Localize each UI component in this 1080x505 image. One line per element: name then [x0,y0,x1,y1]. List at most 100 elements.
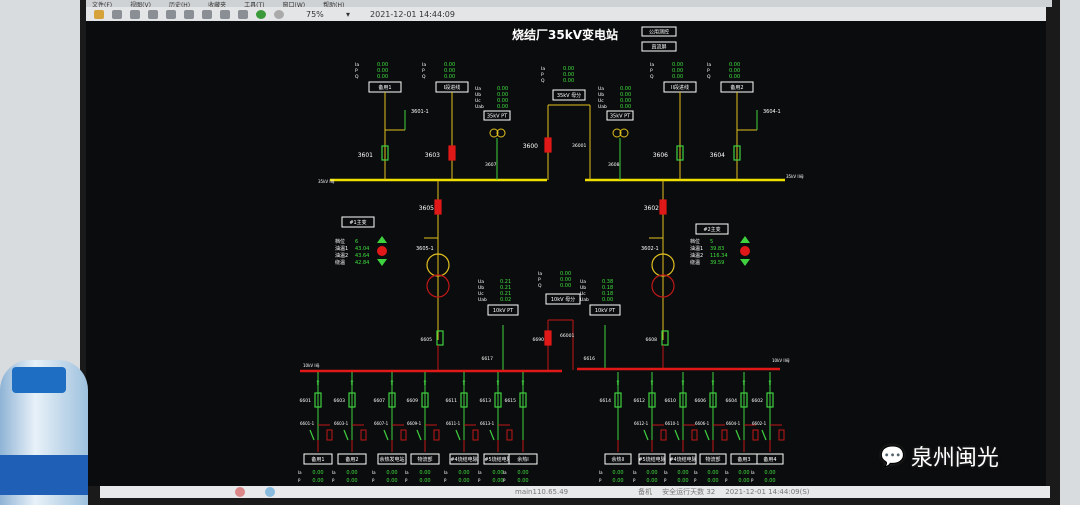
tap-down-icon[interactable] [377,259,387,266]
breaker-6613[interactable] [494,392,502,408]
feeder-6610-button[interactable] [669,453,697,465]
feeder-0-button-label[interactable]: 备用1 [378,84,391,91]
pt10-0-button-label[interactable]: 10kV PT [493,308,514,314]
breaker-6603[interactable] [348,392,356,408]
breaker-6601[interactable] [314,392,322,408]
breaker-6690[interactable] [544,330,552,346]
breaker-3606[interactable] [676,145,684,161]
pt35-1-button-label[interactable]: 35kV PT [610,114,631,120]
breaker-6607[interactable] [388,392,396,408]
feeder-6606-button[interactable] [699,453,727,465]
feeder-6606-button-label[interactable]: 物流部 [705,456,720,463]
pt35-1-button[interactable] [606,110,634,121]
breaker-6608[interactable] [661,330,669,346]
menu-item[interactable]: 历史(H) [168,2,191,7]
breaker-6612[interactable] [648,392,656,408]
feeder-6614-button-label[interactable]: 余热II [612,456,625,463]
open-icon[interactable] [94,9,104,19]
pt10-1-button-label[interactable]: 10kV PT [595,308,616,314]
tap-stop-icon[interactable] [740,246,750,256]
breaker-3600[interactable] [544,137,552,153]
feeder-6612-button-label[interactable]: #5烧结电除 [638,456,665,463]
breaker-3605[interactable] [434,199,442,215]
menu-item[interactable]: 工具(T) [244,2,265,7]
pt10-0-button[interactable] [487,304,519,316]
feeder-6614-button[interactable] [604,453,632,465]
feeder-1-button-label[interactable]: I段进线 [444,84,460,91]
feeder-6610-button-label[interactable]: #4烧结电除 [669,456,696,463]
zoom-in-icon[interactable] [130,9,140,19]
pt10-1-button[interactable] [589,304,621,316]
feeder-6609-button-label[interactable]: 物流部 [417,456,432,463]
tie35-button-label[interactable]: 35kV 母分 [557,92,581,99]
feeder-6602-button-label[interactable]: 备用4 [763,456,776,463]
menu-item[interactable]: 文件(F) [92,2,113,7]
window-icon[interactable] [184,9,194,19]
breaker-3602[interactable] [659,199,667,215]
feeder-2-button-label[interactable]: II段进线 [671,84,689,91]
tap-up-icon[interactable] [377,236,387,243]
pt35-0-button-label[interactable]: 35kV PT [487,114,508,120]
feeder-6607-button-label[interactable]: 余热发电站 [379,456,404,463]
document-icon[interactable] [220,9,230,19]
breaker-6610[interactable] [679,392,687,408]
feeder-6602-button[interactable] [756,453,784,465]
feeder-6603-button-label[interactable]: 备用2 [345,456,358,463]
breaker-6614[interactable] [614,392,622,408]
breaker-3603[interactable] [448,145,456,161]
breaker-6606[interactable] [709,392,717,408]
print-icon[interactable] [112,9,122,19]
public-measure-button[interactable] [641,26,677,37]
feeder-6613-button-label[interactable]: #5烧结电除 [484,456,511,463]
breaker-6615[interactable] [519,392,527,408]
back-icon[interactable] [256,9,266,19]
feeder-6615-button[interactable] [508,453,538,465]
feeder-3-button-label[interactable]: 备用2 [730,84,743,91]
breaker-6611[interactable] [460,392,468,408]
param-label: 油温2 [335,252,348,259]
tap-up-icon[interactable] [740,236,750,243]
feeder-6612-button[interactable] [638,453,666,465]
tie10-button-label[interactable]: 10kV 母分 [551,296,575,303]
dropdown-icon[interactable]: ▾ [346,9,351,19]
hand-icon[interactable] [238,9,248,19]
breaker-6609[interactable] [421,392,429,408]
feeder-6615-button-label[interactable]: 余热I [517,456,528,463]
menu-item[interactable]: 视图(V) [130,2,151,7]
transformer-1-button[interactable] [695,223,729,235]
tap-down-icon[interactable] [740,259,750,266]
menu-item[interactable]: 窗口(W) [282,2,306,7]
feeder-6604-button-label[interactable]: 备用3 [737,456,750,463]
taskbar-icon[interactable] [265,487,275,497]
feeder-6601-button-label[interactable]: 备用1 [311,456,324,463]
breaker-6604[interactable] [740,392,748,408]
transformer-0-button-label[interactable]: #1主变 [349,219,366,226]
dc-panel-button-label[interactable]: 直流屏 [651,44,666,51]
breaker-3604[interactable] [733,145,741,161]
tie35-button[interactable] [552,89,586,101]
image-icon[interactable] [202,9,212,19]
feeder-6603-button[interactable] [337,453,367,465]
breaker-6605[interactable] [436,330,444,346]
feeder-6611-button-label[interactable]: #4烧结电除 [450,456,477,463]
breaker-3601[interactable] [381,145,389,161]
pt35-0-button[interactable] [483,110,511,121]
feeder-6611-button[interactable] [449,453,479,465]
tie10-button[interactable] [545,293,581,305]
transformer-1-button-label[interactable]: #2主变 [703,226,720,233]
zoom-level-select[interactable]: 75% [306,9,324,19]
menu-item[interactable]: 收藏夹 [208,2,227,7]
tap-stop-icon[interactable] [377,246,387,256]
feeder-6601-button[interactable] [303,453,333,465]
transformer-0-button[interactable] [341,216,375,228]
public-measure-button-label[interactable]: 公用测控 [649,29,669,36]
zoom-fit-icon[interactable] [166,9,176,19]
menu-item[interactable]: 帮助(H) [323,2,345,7]
breaker-6602[interactable] [766,392,774,408]
zoom-out-icon[interactable] [148,9,158,19]
feeder-6607-button[interactable] [377,453,407,465]
forward-icon[interactable] [274,9,284,19]
feeder-6609-button[interactable] [410,453,440,465]
taskbar-icon[interactable] [235,487,245,497]
dc-panel-button[interactable] [641,41,677,52]
